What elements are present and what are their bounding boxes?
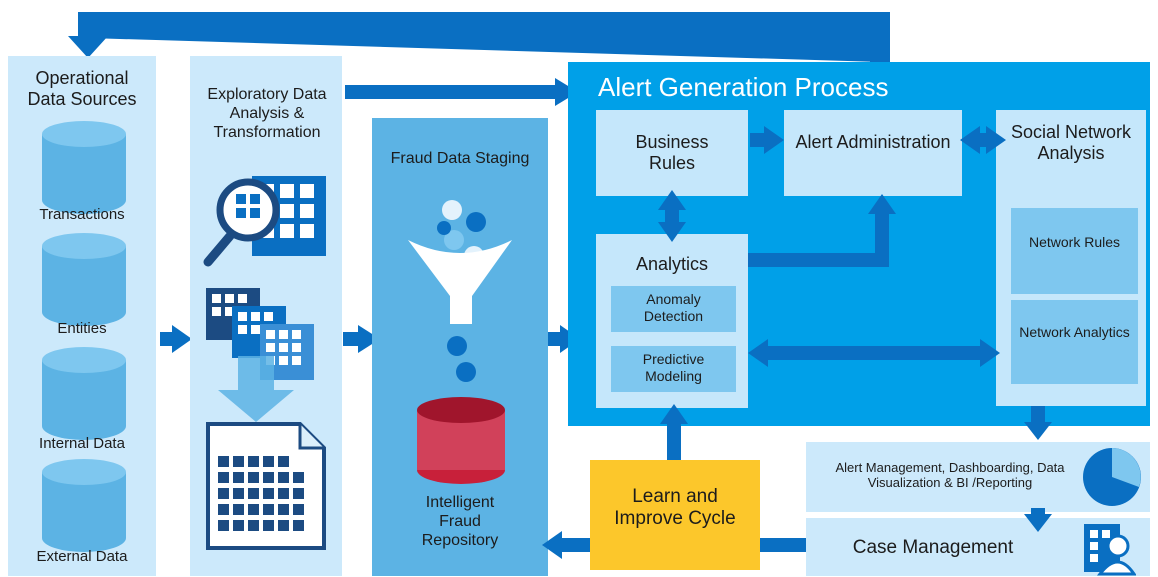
case-person-icon: [1084, 524, 1136, 576]
rules-analytics-arrowhead-up: [658, 190, 686, 210]
learn-improve-label: Learn and Improve Cycle: [614, 486, 736, 530]
analytics-to-admin-arrowhead: [868, 194, 896, 214]
transactions-database-icon: [42, 121, 126, 214]
staging-title: Fraud Data Staging: [390, 150, 530, 167]
learn-to-repository-arrowhead: [542, 531, 562, 559]
explore-to-alert-arrowhead: [555, 78, 578, 106]
exploratory-illustration: [203, 176, 326, 550]
transform-down-arrow: [218, 356, 294, 422]
network-rules-label: Network Rules: [1028, 234, 1121, 250]
external-data-database-icon: [42, 459, 126, 552]
transactions-label: Transactions: [39, 206, 125, 223]
alertmgmt-to-case-arrow: [1031, 508, 1045, 518]
operational-sources-title: Operational Data Sources: [27, 68, 137, 110]
explore-to-staging-arrow: [343, 332, 359, 346]
anomaly-detection-box[interactable]: [611, 286, 736, 332]
drop-icon-2: [456, 362, 476, 382]
business-rules-label: Business Rules: [635, 132, 709, 174]
drop-icon: [447, 336, 467, 356]
predictive-network-arrow: [766, 346, 982, 360]
rules-to-admin-arrowhead: [764, 126, 784, 154]
sna-to-alertmgmt-arrowhead: [1024, 422, 1052, 440]
network-rules-box[interactable]: [1011, 208, 1138, 294]
analytics-to-admin-arrow: [748, 212, 889, 267]
network-analytics-label: Network Analytics: [1019, 324, 1130, 340]
anomaly-detection-label: Anomaly Detection: [643, 291, 704, 324]
magnifier-icon: [203, 178, 280, 267]
alert-process-arrows: [658, 126, 1006, 367]
entities-database-icon: [42, 233, 126, 326]
analytics-label: Analytics: [635, 254, 709, 274]
internal-data-label: Internal Data: [39, 435, 125, 452]
alert-admin-box[interactable]: [784, 110, 962, 196]
rules-analytics-arrowhead-down: [658, 222, 686, 242]
admin-sna-arrowhead-right: [986, 126, 1006, 154]
network-analytics-box[interactable]: [1011, 300, 1138, 384]
predictive-modeling-box[interactable]: [611, 346, 736, 392]
document-icon: [206, 422, 326, 550]
sna-to-alertmgmt-arrow: [1031, 406, 1045, 424]
learn-improve-box[interactable]: [590, 460, 760, 570]
feedback-loop-arrow: [78, 12, 890, 62]
repository-label: Intelligent Fraud Repository: [421, 494, 499, 549]
case-management-label: Case Management: [852, 537, 1014, 558]
learn-to-repository-arrow: [560, 538, 590, 552]
external-data-label: External Data: [36, 548, 128, 565]
repository-cylinder-icon: [417, 397, 505, 484]
alertmgmt-to-case-arrowhead: [1024, 514, 1052, 532]
case-to-learn-arrow: [760, 538, 806, 552]
internal-data-database-icon: [42, 347, 126, 440]
rules-to-admin-arrow: [750, 133, 766, 147]
feedback-loop-arrowhead: [68, 36, 108, 58]
learn-to-analytics-arrow: [667, 422, 681, 460]
stacked-tables-icon: [206, 288, 314, 380]
alert-admin-label: Alert Administration: [795, 132, 951, 152]
predictive-network-arrowhead-right: [980, 339, 1000, 367]
predictive-modeling-label: Predictive Modeling: [642, 351, 705, 384]
pie-chart-icon: [1083, 448, 1141, 506]
explore-to-staging-arrowhead: [358, 325, 380, 353]
entities-label: Entities: [57, 320, 107, 337]
rules-analytics-arrow: [665, 208, 679, 224]
exploratory-title: Exploratory Data Analysis & Transformati…: [207, 86, 327, 141]
alert-management-label: Alert Management, Dashboarding, Data Vis…: [835, 460, 1065, 491]
staging-illustration: [408, 200, 512, 484]
sources-to-explore-arrowhead: [172, 325, 192, 353]
explore-to-alert-arrow: [345, 85, 557, 99]
business-rules-box[interactable]: [596, 110, 748, 196]
admin-sna-arrow: [978, 133, 988, 147]
sources-to-explore-arrow: [160, 332, 174, 346]
learn-to-analytics-arrowhead: [660, 404, 688, 424]
funnel-icon: [408, 240, 512, 324]
admin-sna-arrowhead-left: [960, 126, 980, 154]
sna-label: Social Network Analysis: [1010, 122, 1132, 164]
alert-process-title: Alert Generation Process: [598, 72, 889, 102]
staging-to-alert-arrow: [548, 332, 562, 346]
predictive-network-arrowhead-left: [748, 339, 768, 367]
